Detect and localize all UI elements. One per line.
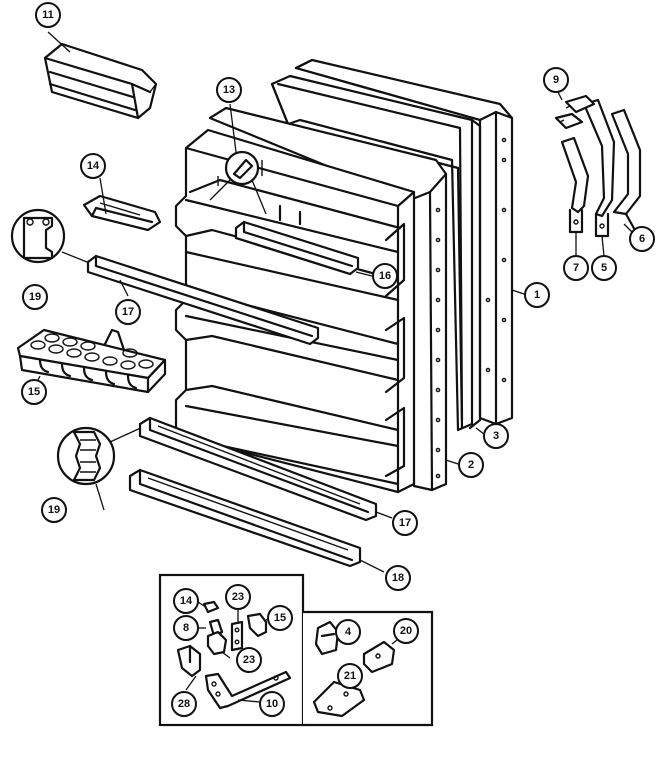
callout-23-upper: 23 <box>225 584 251 610</box>
svg-text:13: 13 <box>223 84 235 96</box>
callout-10: 10 <box>259 691 285 717</box>
svg-text:21: 21 <box>344 670 356 682</box>
svg-text:6: 6 <box>639 233 645 245</box>
part-hinge-5 <box>582 98 616 257</box>
svg-text:28: 28 <box>178 698 190 710</box>
svg-text:8: 8 <box>183 622 189 634</box>
callout-19-upper: 19 <box>22 284 48 310</box>
callout-3: 3 <box>483 423 509 449</box>
svg-text:23: 23 <box>243 654 255 666</box>
svg-text:15: 15 <box>28 386 40 398</box>
svg-text:17: 17 <box>399 517 411 529</box>
callout-7: 7 <box>563 255 589 281</box>
callout-9: 9 <box>543 67 569 93</box>
svg-text:16: 16 <box>379 270 391 282</box>
svg-text:3: 3 <box>493 430 499 442</box>
callout-28: 28 <box>171 691 197 717</box>
callout-21: 21 <box>337 663 363 689</box>
svg-text:9: 9 <box>553 74 559 86</box>
callout-19-lower: 19 <box>41 497 67 523</box>
callout-15-inset: 15 <box>267 605 293 631</box>
svg-text:19: 19 <box>29 291 41 303</box>
svg-text:2: 2 <box>468 459 474 471</box>
callout-5: 5 <box>591 255 617 281</box>
callout-15-main: 15 <box>21 379 47 405</box>
callout-6: 6 <box>629 226 655 252</box>
part-hinge-cover-6 <box>610 108 642 234</box>
svg-text:17: 17 <box>122 306 134 318</box>
part-shelf-retainer <box>82 194 162 232</box>
callout-1: 1 <box>524 282 550 308</box>
callout-14-inset: 14 <box>173 588 199 614</box>
callout-4: 4 <box>335 619 361 645</box>
part-dairy-door <box>43 42 158 120</box>
svg-text:19: 19 <box>48 504 60 516</box>
callout-16: 16 <box>372 263 398 289</box>
svg-text:18: 18 <box>392 572 404 584</box>
svg-text:15: 15 <box>274 612 286 624</box>
svg-text:7: 7 <box>573 262 579 274</box>
callout-17-upper: 17 <box>115 299 141 325</box>
leader-lines <box>35 31 633 465</box>
callout-18: 18 <box>385 565 411 591</box>
part-butter-door-hinge-detail <box>209 103 267 215</box>
part-shelf-bar-lower <box>138 416 393 522</box>
svg-text:4: 4 <box>345 626 352 638</box>
svg-text:10: 10 <box>266 698 278 710</box>
svg-text:14: 14 <box>180 595 193 607</box>
svg-text:23: 23 <box>232 591 244 603</box>
part-bar-end-cap-lower <box>56 425 146 511</box>
svg-text:14: 14 <box>87 160 100 172</box>
callout-13: 13 <box>216 77 242 103</box>
svg-text:1: 1 <box>534 289 540 301</box>
part-shelf-bar-upper <box>234 220 360 276</box>
svg-text:11: 11 <box>42 9 54 21</box>
part-bottom-shelf-bar <box>128 468 385 573</box>
part-shelf-bar-middle <box>86 254 320 346</box>
callout-23-lower: 23 <box>236 647 262 673</box>
part-hinge-7 <box>560 136 590 256</box>
callout-20: 20 <box>393 618 419 644</box>
callout-2: 2 <box>458 452 484 478</box>
callout-8: 8 <box>173 615 199 641</box>
callout-11: 11 <box>35 2 61 28</box>
callout-17-lower: 17 <box>392 510 418 536</box>
part-ice-tray <box>16 328 167 394</box>
svg-text:20: 20 <box>400 625 412 637</box>
part-hinge-9 <box>554 91 596 130</box>
svg-text:5: 5 <box>601 262 607 274</box>
callout-14-main: 14 <box>80 153 106 179</box>
part-bar-end-cap-upper <box>10 208 93 265</box>
